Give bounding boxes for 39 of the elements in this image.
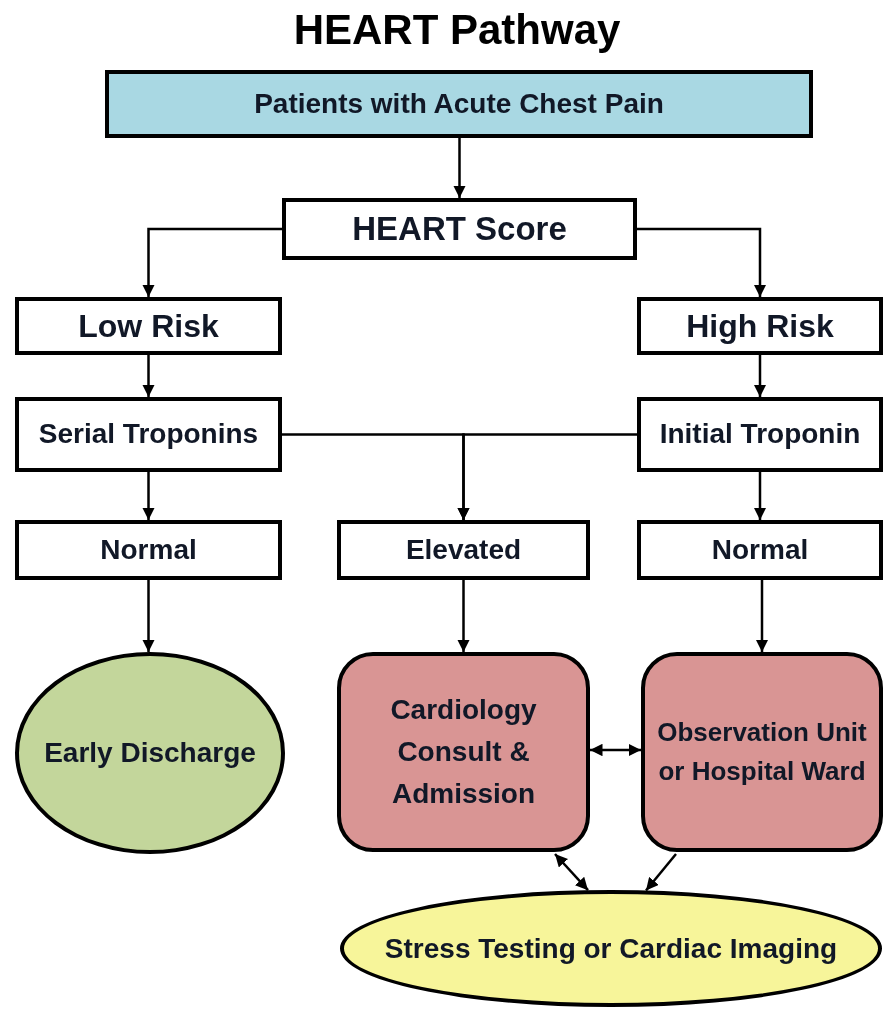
arrow	[142, 472, 155, 520]
process-box	[637, 397, 883, 472]
outcome-box	[641, 652, 883, 852]
arrow	[457, 580, 470, 652]
arrow	[142, 355, 155, 397]
arrow	[457, 433, 637, 520]
arrow	[590, 743, 641, 757]
node-label: HEART Score	[352, 209, 567, 249]
arrow	[753, 355, 767, 397]
arrow	[142, 580, 155, 652]
process-box	[337, 520, 590, 580]
process-box	[15, 520, 282, 580]
process-box	[15, 297, 282, 355]
process-box	[15, 397, 282, 472]
node-label: Serial Troponins	[38, 417, 259, 452]
arrow	[453, 138, 466, 198]
node-label: Patients with Acute Chest Pain	[254, 87, 664, 121]
diagram-title: HEART Pathway	[292, 5, 622, 55]
node-label: Low Risk	[78, 306, 219, 346]
arrow	[753, 472, 767, 520]
start-box	[105, 70, 813, 138]
node-label: Observation Unit or Hospital Ward	[656, 716, 868, 788]
node-label: Initial Troponin	[659, 417, 861, 452]
arrow	[554, 853, 589, 892]
process-box	[282, 198, 637, 260]
node-label: High Risk	[686, 306, 834, 346]
node-label: Normal	[100, 533, 197, 567]
node-label: Stress Testing or Cardiac Imaging	[384, 931, 838, 966]
arrow	[637, 227, 767, 297]
arrow	[142, 227, 282, 297]
arrow	[755, 580, 769, 652]
node-label: Cardiology Consult & Admission	[389, 693, 538, 811]
process-box	[637, 520, 883, 580]
arrow	[645, 853, 677, 892]
node-label: Normal	[711, 533, 809, 567]
node-label: Elevated	[405, 533, 522, 567]
process-box	[637, 297, 883, 355]
outcome-box	[337, 652, 590, 852]
node-label: Early Discharge	[44, 735, 256, 770]
